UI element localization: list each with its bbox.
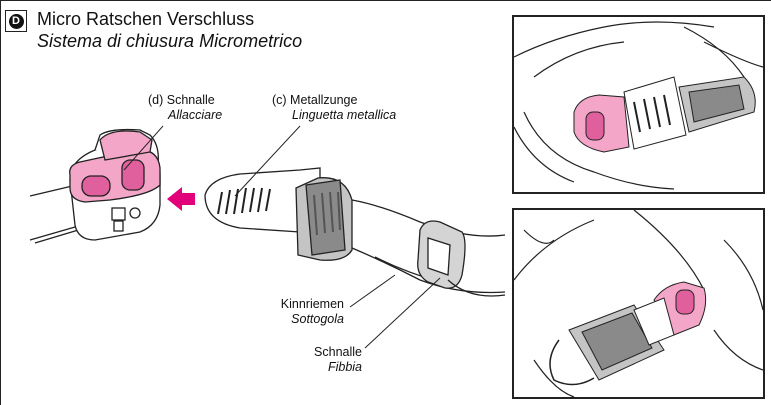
tongue-label: (c) Metallzunge Linguetta metallica xyxy=(272,93,396,123)
metal-tongue-part xyxy=(205,168,352,260)
buckle-label-de: (d) Schnalle xyxy=(148,93,215,107)
chinstrap-label-it: Sottogola xyxy=(266,312,344,327)
chinstrap-label-de: Kinnriemen xyxy=(281,297,344,311)
inset-buckle-closed-drawing xyxy=(514,17,763,192)
left-arrow-icon xyxy=(167,187,195,211)
inset-buckle-closed xyxy=(512,15,765,194)
inset-buckle-open xyxy=(512,208,765,399)
inset-buckle-open-drawing xyxy=(514,210,763,397)
buckle-illustration xyxy=(0,0,510,405)
chinstrap-label: Kinnriemen Sottogola xyxy=(266,297,344,327)
tongue-label-de: (c) Metallzunge xyxy=(272,93,357,107)
buckle-label-it: Allacciare xyxy=(148,108,222,123)
tongue-label-it: Linguetta metallica xyxy=(272,108,396,123)
buckle-label: (d) Schnalle Allacciare xyxy=(148,93,222,123)
strap-buckle-label-it: Fibbia xyxy=(292,360,362,375)
buckle-part xyxy=(70,130,160,240)
strap-buckle-part xyxy=(418,221,505,296)
strap-buckle-label-de: Schnalle xyxy=(314,345,362,359)
strap-buckle-label: Schnalle Fibbia xyxy=(292,345,362,375)
